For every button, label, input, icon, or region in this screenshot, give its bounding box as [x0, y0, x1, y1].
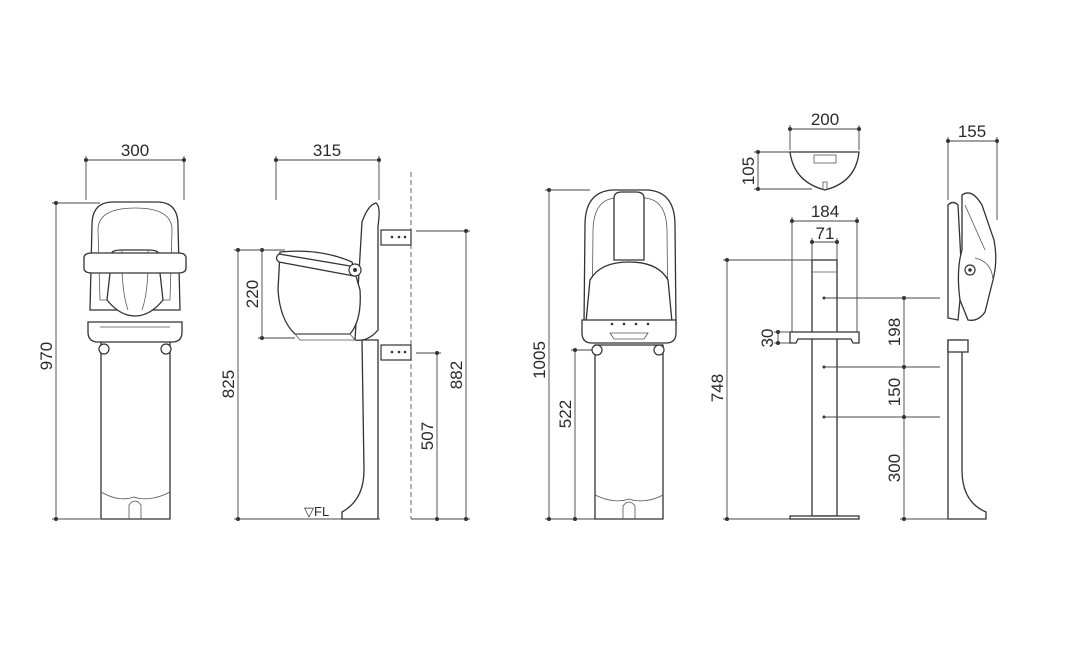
dim-armrest-220: 220 [243, 280, 262, 308]
dim-height-970: 970 [37, 342, 56, 370]
dim-top-depth-105: 105 [739, 157, 758, 185]
dim-height-748: 748 [708, 374, 727, 402]
front-view-open: 300 970 [37, 141, 187, 521]
pole-view: 200 105 184 71 748 [708, 110, 940, 521]
dim-top-882: 882 [447, 361, 466, 389]
side-view-open: 315 220 825 882 507 ▽FL [219, 141, 470, 521]
front-view-folded: 1005 522 [530, 188, 677, 521]
floor-label: ▽FL [304, 504, 329, 519]
dim-seat-height-825: 825 [219, 370, 238, 398]
dim-198: 198 [885, 318, 904, 346]
dim-bracket-width-184: 184 [811, 202, 839, 221]
dim-seat-522: 522 [556, 400, 575, 428]
side-view-folded: 155 198 150 300 [885, 122, 999, 521]
dim-height-1005: 1005 [530, 341, 549, 379]
dim-bracket-height-30: 30 [758, 329, 777, 348]
dim-150: 150 [885, 378, 904, 406]
dim-depth-155: 155 [958, 122, 986, 141]
dim-top-width-200: 200 [811, 110, 839, 129]
dim-width-300: 300 [121, 141, 149, 160]
dim-300: 300 [885, 454, 904, 482]
dim-pole-width-71: 71 [816, 224, 835, 243]
dim-depth-315: 315 [313, 141, 341, 160]
dim-bracket-507: 507 [418, 422, 437, 450]
